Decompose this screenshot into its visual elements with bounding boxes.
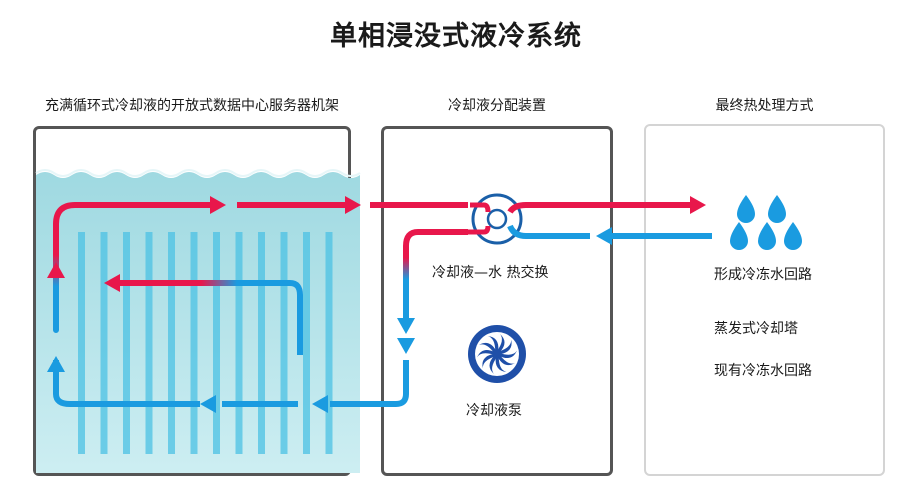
server-blade [280, 232, 288, 454]
heat-exchanger-icon [468, 193, 523, 245]
cdu-label: 冷却液分配装置 [448, 98, 546, 114]
server-blades [78, 232, 333, 454]
pump-impeller-blade [482, 353, 496, 369]
server-blade [168, 232, 175, 454]
pump-impeller-blade [498, 339, 512, 355]
pump-impeller-blade [487, 336, 499, 352]
pump-impeller-blade [499, 350, 517, 359]
server-blade [190, 232, 198, 454]
server-blade [325, 232, 333, 454]
pump-impeller-blade [497, 334, 505, 352]
server-blade [303, 232, 310, 454]
heat-item-existing-loop: 现有冷冻水回路 [714, 363, 812, 379]
server-blade [145, 232, 153, 454]
pump-icon [468, 325, 526, 383]
water-drops-icon [730, 195, 802, 250]
heat-rejection-panel [644, 124, 885, 476]
heat-exchange-label: 冷却液—水 热交换 [432, 265, 549, 281]
pump-label: 冷却液泵 [466, 403, 522, 419]
cdu-panel [381, 126, 613, 476]
coolant-liquid [36, 172, 360, 473]
heat-rejection-label: 最终热处理方式 [715, 98, 814, 114]
server-blade [213, 232, 220, 454]
pump-impeller-blade [497, 354, 516, 366]
server-blade [78, 232, 85, 454]
rack-label: 充满循环式冷却液的开放式数据中心服务器机架 [45, 98, 339, 114]
server-blade [258, 232, 265, 454]
pump-impeller-blade [495, 356, 507, 372]
server-blade [100, 232, 108, 454]
pump-impeller-blade [478, 342, 497, 354]
server-blade [235, 232, 243, 454]
heat-item-chilled-loop: 形成冷冻水回路 [714, 267, 812, 283]
pump-impeller-blade [489, 356, 497, 374]
heat-item-cooling-tower: 蒸发式冷却塔 [714, 321, 798, 337]
server-blade [123, 232, 130, 454]
diagram-title: 单相浸没式液冷系统 [330, 21, 582, 52]
pump-impeller-blade [477, 349, 495, 358]
